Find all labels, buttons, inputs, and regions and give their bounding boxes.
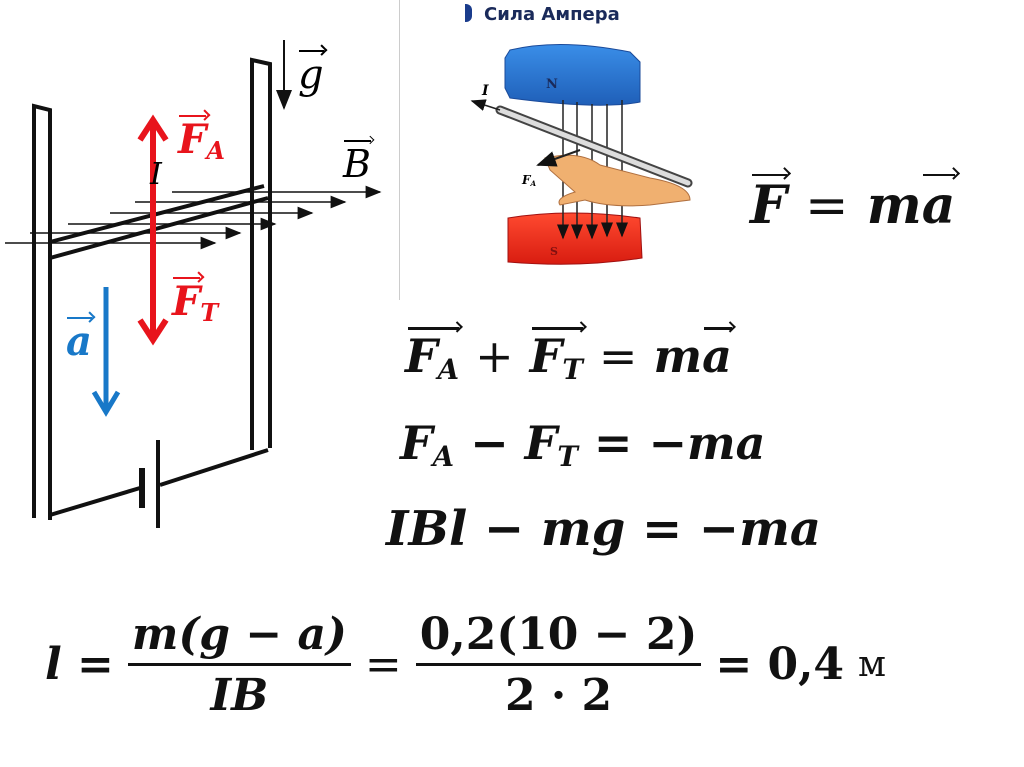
unit-label: м (858, 644, 887, 685)
force-label: FA (522, 173, 537, 188)
current-arrow (470, 99, 501, 111)
label-B: B (343, 140, 371, 186)
acceleration-arrow (91, 287, 121, 417)
title-icon (465, 4, 472, 22)
wire (49, 448, 269, 517)
label-g: g (298, 50, 324, 98)
current-label: I (482, 83, 489, 99)
north-magnet (504, 44, 641, 106)
force-arrow-small (536, 149, 581, 167)
eq-result: l = m(g − a)IB = 0,2(10 − 2)2 · 2 = 0,4 … (45, 608, 887, 721)
eq-substituted: IBl − mg = −ma (386, 501, 821, 557)
label-a: a (66, 317, 92, 365)
label-I: I (150, 157, 162, 192)
left-rail (32, 103, 52, 520)
label-FA: FA (178, 115, 226, 165)
eq-newton: F = ma (750, 173, 956, 236)
picture-title: Сила Ампера (484, 4, 620, 25)
force-arrow (137, 114, 169, 346)
eq-scalar: FA − FT = −ma (400, 416, 766, 473)
right-rail (250, 57, 272, 450)
eq-vector-sum: FA + FT = ma (405, 327, 732, 386)
divider (399, 0, 400, 300)
north-label: N (546, 77, 558, 92)
label-FT: FT (172, 277, 219, 327)
south-label: S (550, 245, 558, 258)
hand (544, 154, 691, 207)
magnetic-field-lines (5, 185, 382, 250)
